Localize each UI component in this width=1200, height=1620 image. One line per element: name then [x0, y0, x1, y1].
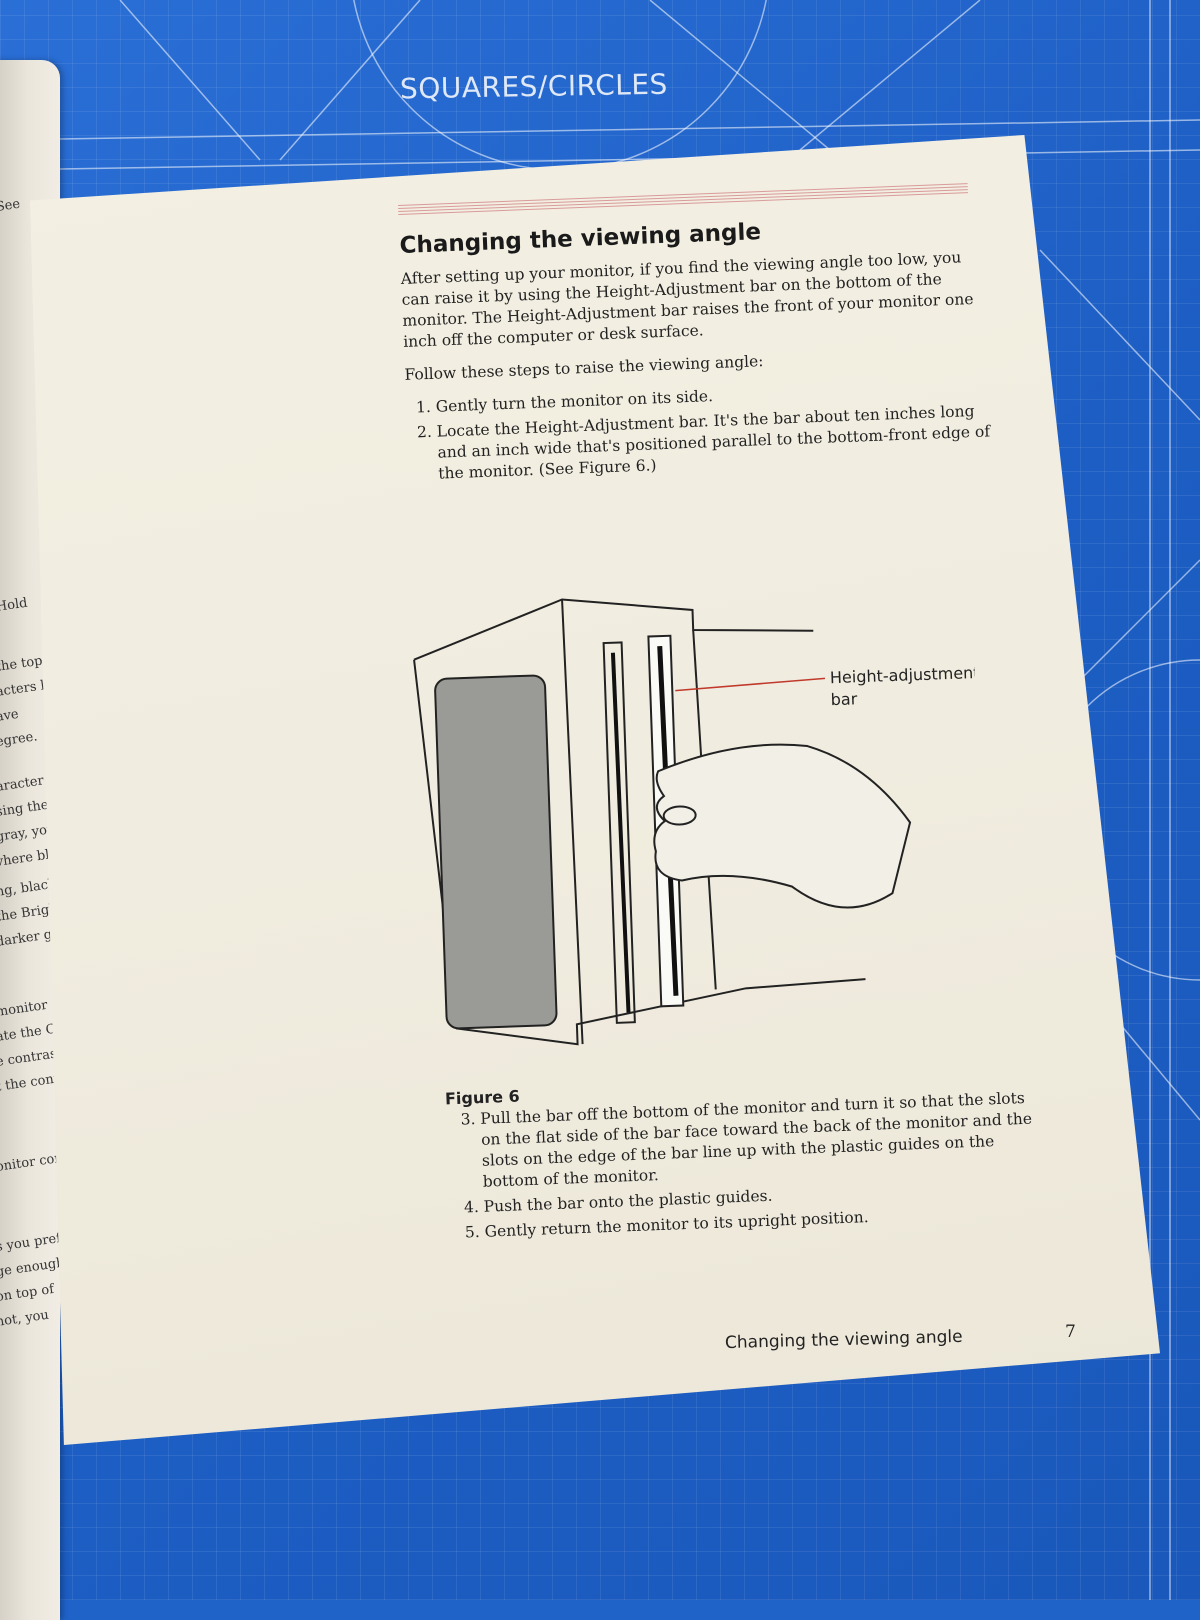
left-text-fragment: aracter [0, 773, 45, 795]
left-text-fragment: s you prefe [0, 1229, 60, 1255]
left-text-fragment: monitor [0, 997, 49, 1020]
intro-paragraph: After setting up your monitor, if you fi… [400, 248, 974, 351]
left-text-fragment: on top of [0, 1281, 55, 1305]
left-text-fragment: ng, black [0, 876, 57, 900]
left-text-fragment: ate the Cont [0, 1018, 60, 1045]
callout-label-line2: bar [830, 689, 858, 709]
left-text-fragment: ave [0, 706, 20, 725]
section-content: Changing the viewing angle After setting… [398, 182, 999, 489]
steps-list-b: Pull the bar off the bottom of the monit… [450, 1087, 1045, 1244]
left-text-fragment: onitor cont [0, 1149, 60, 1175]
left-text-fragment: See [0, 196, 22, 215]
left-text-fragment: t the contr [0, 1070, 60, 1095]
left-text-fragment: egree. [0, 729, 39, 750]
callout-line [675, 677, 826, 692]
left-text-fragment: ge enough [0, 1255, 60, 1280]
figure-caption: Figure 6 [444, 1086, 521, 1109]
steps-list-a: Gently turn the monitor on its side. Loc… [405, 375, 998, 486]
left-text-fragment: the top [0, 653, 44, 675]
callout-label-line1: Height-adjustment [830, 663, 980, 687]
left-text-fragment: not, you [0, 1307, 50, 1330]
figure-illustration: Height-adjustment bar [402, 580, 988, 1070]
left-text-fragment: sing the [0, 797, 50, 820]
section-content-continued: Pull the bar off the bottom of the monit… [450, 1087, 1045, 1248]
monitor-drawing: Height-adjustment bar [413, 598, 980, 1046]
left-text-fragment: e contrast [0, 1045, 60, 1070]
manual-page [30, 135, 1160, 1445]
left-text-fragment: Hold [0, 595, 29, 615]
page-number: 7 [1065, 1322, 1076, 1342]
mat-label: SQUARES/CIRCLES [399, 67, 669, 106]
